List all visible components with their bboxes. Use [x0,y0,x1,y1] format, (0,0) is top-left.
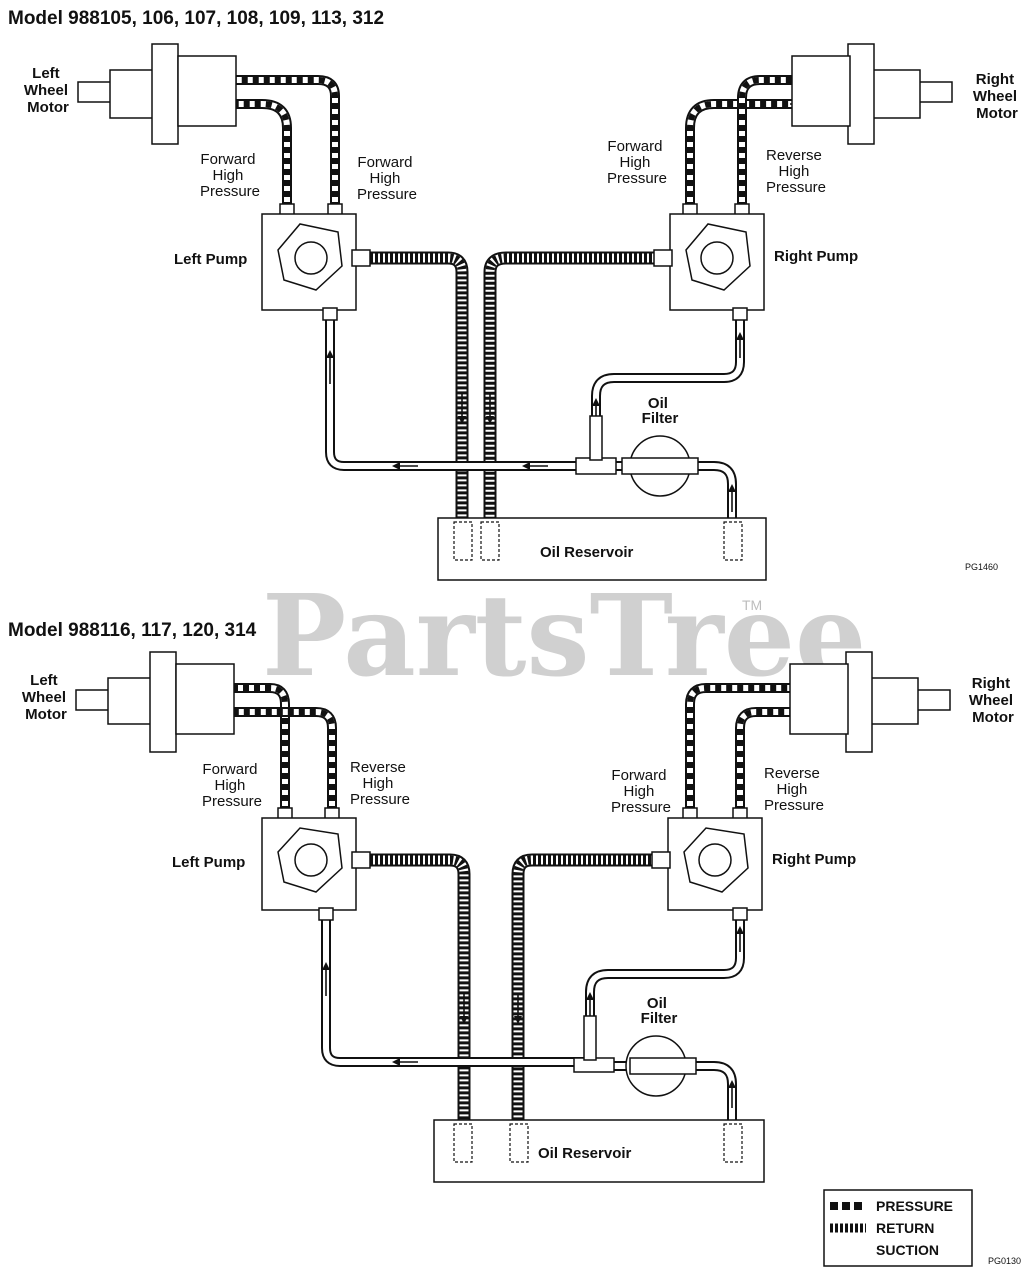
right-pump [653,203,765,321]
right-pump [651,807,763,921]
right-line-a-label: Forward High Pressure [611,767,671,816]
legend: PRESSURE RETURN SUCTION [823,1189,973,1267]
return-lines [355,251,662,560]
oil-reservoir [437,517,767,581]
oil-reservoir-label: Oil Reservoir [538,1145,632,1162]
right-line-b-label: Reverse High Pressure [766,147,826,196]
right-line-b-label: Reverse High Pressure [764,765,824,814]
left-pump-label: Left Pump [172,854,245,871]
left-line-a-label: Forward High Pressure [202,761,262,810]
left-wheel-motor [75,651,235,753]
right-wheel-motor [791,43,953,145]
oil-filter-label: Oil Filter [641,995,678,1027]
pressure-lines [160,683,868,812]
figure-code: PG1460 [965,562,998,572]
right-pump-label: Right Pump [774,248,858,265]
left-pump [261,807,371,921]
legend-item-return: RETURN [830,1220,934,1236]
suction-lines [321,918,745,1122]
right-wheel-motor-label: Right Wheel Motor [973,71,1021,122]
oil-filter [573,1015,697,1097]
left-pump [261,203,371,321]
oil-reservoir-label: Oil Reservoir [540,544,634,561]
return-lines [370,853,656,1122]
left-line-b-label: Reverse High Pressure [350,759,410,808]
diagram-top: Model 988105, 106, 107, 108, 109, 113, 3… [8,8,1021,581]
legend-item-suction: SUCTION [876,1242,939,1258]
svg-text:PRESSURE: PRESSURE [876,1198,953,1214]
left-wheel-motor-label: Left Wheel Motor [24,65,72,116]
pressure-lines [160,75,870,208]
left-wheel-motor [77,43,237,145]
right-line-a-label: Forward High Pressure [607,138,667,187]
left-line-a-label: Forward High Pressure [200,151,260,200]
left-wheel-motor-label: Left Wheel Motor [22,672,70,723]
watermark-tm: TM [742,597,762,613]
oil-filter [575,415,699,497]
suction-lines [325,316,745,560]
right-pump-label: Right Pump [772,851,856,868]
figure-code: PG0130 [988,1256,1021,1266]
legend-item-pressure: PRESSURE [830,1198,953,1214]
watermark: PartsTree [262,571,866,702]
right-wheel-motor-label: Right Wheel Motor [969,675,1017,726]
svg-text:RETURN: RETURN [876,1220,934,1236]
diagram-bottom: Model 988116, 117, 120, 314 [8,620,1021,1266]
oil-reservoir [433,1119,765,1183]
right-wheel-motor [789,651,951,753]
left-pump-label: Left Pump [174,251,247,268]
left-line-b-label: Forward High Pressure [357,154,417,203]
model-title: Model 988116, 117, 120, 314 [8,620,257,641]
model-title: Model 988105, 106, 107, 108, 109, 113, 3… [8,8,384,29]
svg-text:SUCTION: SUCTION [876,1242,939,1258]
oil-filter-label: Oil Filter [642,395,679,427]
